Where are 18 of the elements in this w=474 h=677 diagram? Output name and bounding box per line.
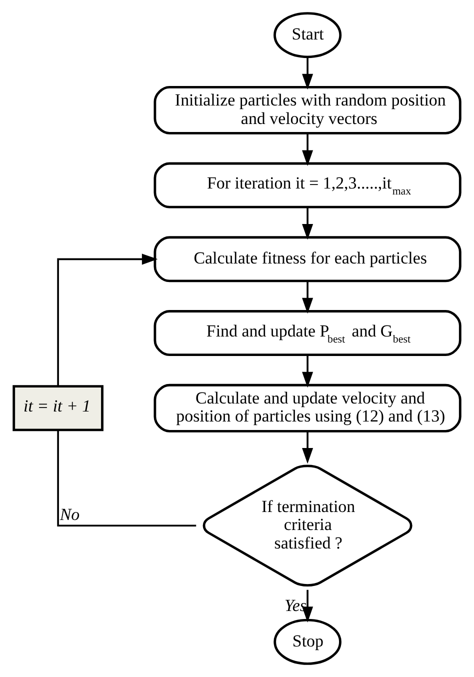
- node-box: Calculate fitness for each particles: [154, 236, 462, 282]
- arrow: [302, 590, 314, 622]
- node-box: Calculate and update velocity and position of particles using (12) and (13): [154, 384, 462, 432]
- arrow: [302, 57, 314, 90]
- connector: [57, 430, 196, 527]
- arrow: [302, 281, 314, 314]
- node-ellipse: Start: [274, 12, 342, 58]
- arrow: [302, 207, 314, 240]
- node-box: Initialize particles with random position and velocity vectors: [154, 86, 462, 134]
- arrow: [302, 134, 314, 166]
- arrow: [302, 431, 314, 464]
- node-box: it = it + 1: [12, 385, 104, 432]
- edge-label: No: [60, 504, 80, 524]
- node-box: For iteration it = 1,2,3.....,it$_{max}$: [154, 162, 462, 208]
- arrow: [57, 254, 158, 386]
- arrow: [302, 355, 314, 388]
- node-ellipse: Stop: [274, 618, 342, 665]
- node-box: Find and update P$_{best}$ and G$_{best}$: [154, 310, 462, 356]
